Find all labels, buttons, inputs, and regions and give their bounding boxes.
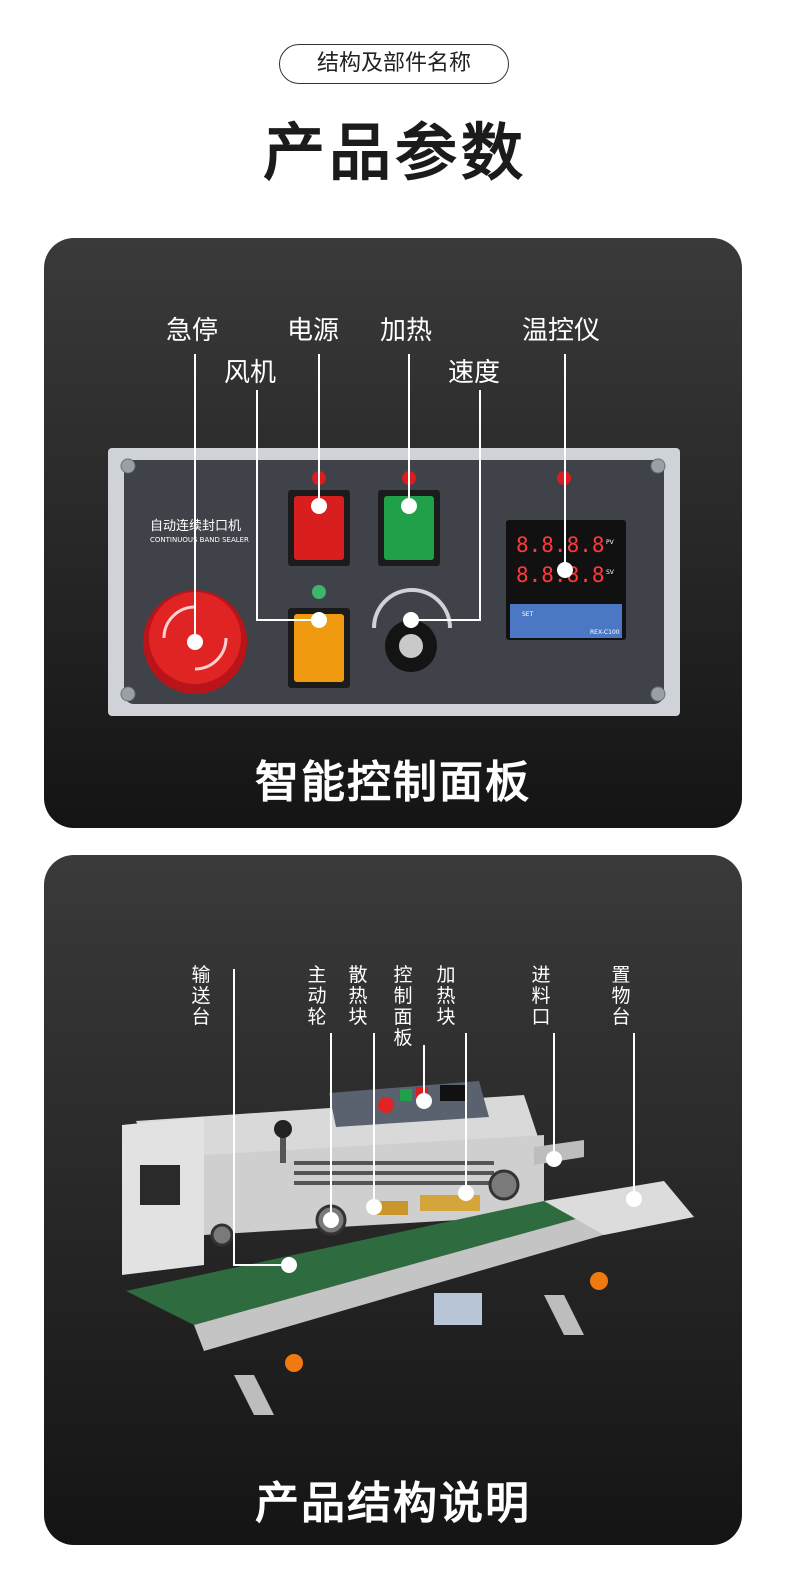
control-panel-card: 自动连续封口机 CONTINUOUS BAND SEALER 8.8.8.8 8… [44,238,742,828]
heat-sink [374,1201,408,1215]
pv-display: 8.8.8.8 [516,533,605,557]
screw-icon [120,686,136,702]
label-heating-block: 加热块 [436,964,456,1028]
page-title: 产品参数 [262,116,527,189]
label-speed: 速度 [448,358,501,388]
label-rest-table: 置物台 [611,964,631,1028]
label-thermostat: 温控仪 [522,316,601,346]
label-emergency-stop: 急停 [166,316,219,346]
control-panel-illustration: 自动连续封口机 CONTINUOUS BAND SEALER 8.8.8.8 8… [108,354,680,716]
label-drive-wheel: 主动轮 [307,964,327,1028]
sv-tag: SV [606,569,615,576]
screw-icon [650,458,666,474]
label-heating: 加热 [380,316,433,346]
leader-lines-2 [233,969,635,1266]
leader-dots-2 [281,1093,642,1273]
handle-slot [140,1165,180,1205]
label-heat-sink: 散热块 [348,964,368,1028]
speed-scale-arc [372,588,452,629]
power-switch[interactable] [294,496,344,560]
label-plate [434,1293,482,1325]
leader-lines [194,354,566,642]
label-conveyor: 输送台 [191,964,211,1028]
conveyor-belt [126,1201,604,1325]
heating-switch[interactable] [384,496,434,560]
label-power: 电源 [287,316,340,346]
machine-structure-card: 输送台 主动轮 散热块 控制面板 加热块 进料口 置物台 产品结构说明 [44,855,742,1545]
rest-table [544,1181,694,1235]
section-pill: 结构及部件名称 [279,44,509,84]
conveyor-edge [194,1211,610,1351]
machine-illustration [122,969,694,1415]
rotate-arrow-icon [162,605,196,639]
panel-caption: 智能控制面板 [255,757,531,808]
label-control-panel: 控制面板 [393,964,413,1049]
structure-caption: 产品结构说明 [255,1478,531,1529]
screw-icon [650,686,666,702]
vents [294,1161,494,1185]
screw-icon [120,458,136,474]
speed-knob-cap [399,634,423,658]
set-key: SET [522,611,534,618]
leader-dots [187,498,573,650]
fan-switch[interactable] [294,614,344,682]
label-fan: 风机 [224,358,277,388]
fan-indicator-icon [312,585,326,599]
rotate-arrow-icon [194,637,228,671]
thermostat-keypad [510,604,622,638]
label-feed-inlet: 进料口 [531,964,551,1028]
pv-tag: PV [606,539,615,546]
plate-text-en: CONTINUOUS BAND SEALER [150,536,249,544]
thermostat-model: REX-C100 [590,629,620,636]
